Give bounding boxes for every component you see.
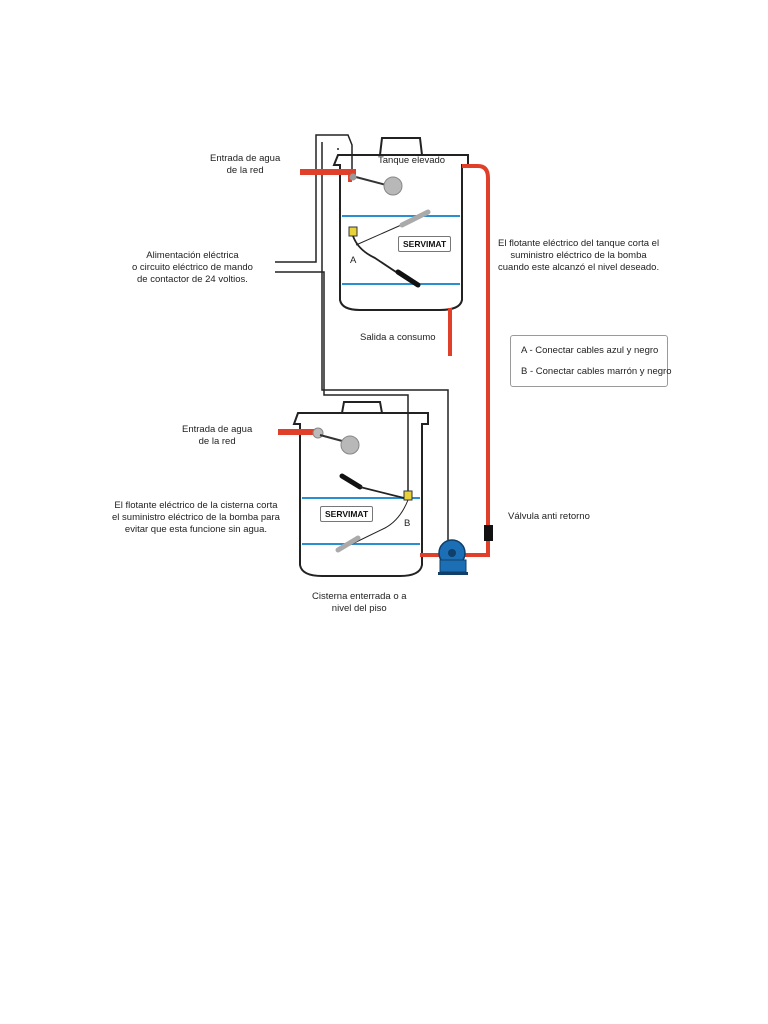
cistern-label: Cisterna enterrada o a nivel del piso <box>312 591 407 614</box>
upper-tank-label: Tanque elevado <box>378 155 446 166</box>
lower-float-note: El flotante eléctrico de la cisterna cor… <box>112 500 280 535</box>
upper-float-note: El flotante eléctrico del tanque corta e… <box>498 238 660 273</box>
upper-float-switch <box>348 209 431 288</box>
switch-letter-a: A <box>350 255 357 266</box>
legend-item-b: B - Conectar cables marrón y negro <box>521 366 672 377</box>
legend-item-a: A - Conectar cables azul y negro <box>521 345 659 356</box>
switch-letter-b: B <box>404 518 411 529</box>
lower-float-switch <box>335 473 413 553</box>
upper-servimat-badge: SERVIMAT <box>398 236 452 252</box>
check-valve-label: Válvula anti retorno <box>508 511 590 522</box>
pump <box>420 539 468 575</box>
lower-ball-float <box>340 435 360 455</box>
upper-tank <box>332 137 469 311</box>
wiring-legend: A - Conectar cables azul y negro B - Con… <box>510 335 672 387</box>
lower-servimat-badge: SERVIMAT <box>320 506 374 522</box>
lower-cistern <box>292 401 429 577</box>
upper-inlet-label: Entrada de agua de la red <box>210 153 281 176</box>
control-wire <box>275 134 449 540</box>
outlet-label: Salida a consumo <box>360 332 436 343</box>
delivery-pipe <box>462 164 490 557</box>
power-supply-label: Alimentación eléctrica o circuito eléctr… <box>132 250 253 285</box>
upper-ball-float <box>383 176 403 196</box>
check-valve <box>484 525 493 541</box>
lower-inlet-label: Entrada de agua de la red <box>182 424 253 447</box>
